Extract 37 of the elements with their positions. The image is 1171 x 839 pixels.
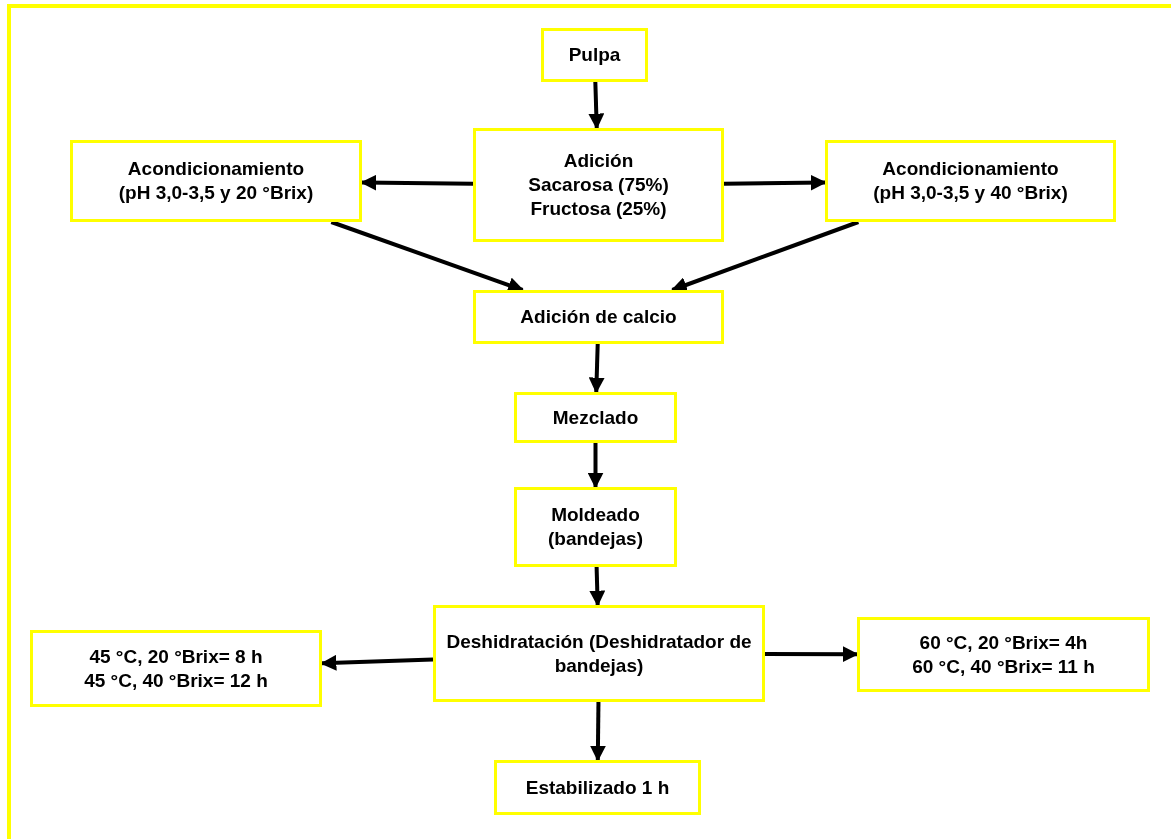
process-box xyxy=(473,128,724,242)
arrow xyxy=(723,174,827,191)
arrow xyxy=(765,646,859,663)
step-label: Moldeado (bandejas) xyxy=(547,503,644,551)
step-label: (pH 3,0-3,5 y 40 °Brix) xyxy=(873,181,1068,205)
step-label: Adición de calcio xyxy=(520,305,677,329)
step-label: Mezclado xyxy=(552,405,639,430)
step-label: (pH 3,0-3,5 y 20 °Brix) xyxy=(118,181,314,205)
step-label: 45 °C, 40 °Brix= 12 h xyxy=(84,668,268,693)
step-label: Deshidratación (Deshidratador de bandejas) xyxy=(445,629,753,678)
process-box xyxy=(433,605,765,702)
process-box xyxy=(825,140,1116,222)
process-box xyxy=(514,392,677,443)
step-label: Acondicionamiento xyxy=(882,157,1059,181)
step-label: Sacarosa (75%) xyxy=(528,173,669,197)
process-box xyxy=(494,760,701,815)
step-label: Fructosa (25%) xyxy=(530,196,667,221)
step-label: 60 °C, 40 °Brix= 11 h xyxy=(912,654,1095,679)
arrow xyxy=(587,443,604,489)
arrow xyxy=(360,174,474,191)
process-box xyxy=(30,630,322,707)
step-label: 60 °C, 20 °Brix= 4h xyxy=(919,630,1088,655)
step-label: Adición xyxy=(563,149,634,174)
step-label: Pulpa xyxy=(568,43,621,67)
process-box xyxy=(70,140,362,222)
arrow xyxy=(588,343,605,394)
process-box xyxy=(514,487,677,567)
process-box xyxy=(473,290,724,344)
arrow xyxy=(589,566,606,607)
arrow xyxy=(588,81,605,130)
step-label: 45 °C, 20 °Brix= 8 h xyxy=(89,644,263,669)
arrow xyxy=(320,654,434,671)
step-label: Estabilizado 1 h xyxy=(525,775,670,800)
process-box xyxy=(857,617,1150,692)
process-box xyxy=(541,28,648,82)
arrow xyxy=(589,701,606,762)
step-label: Acondicionamiento xyxy=(127,157,305,181)
